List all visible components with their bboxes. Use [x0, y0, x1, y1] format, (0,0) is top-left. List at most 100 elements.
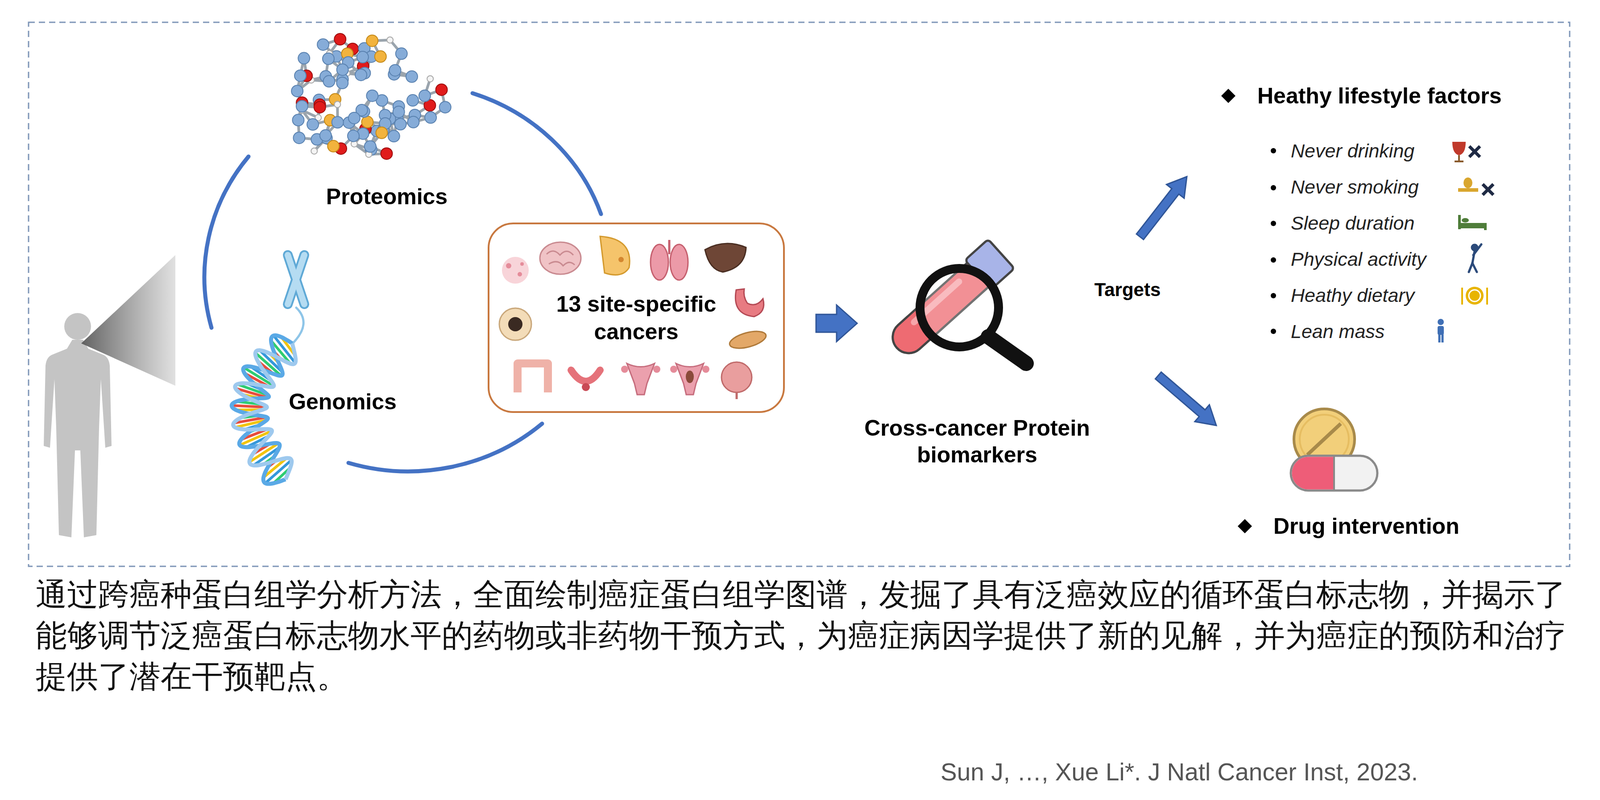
colon-icon-part: [517, 363, 548, 393]
molecule-atom: [393, 106, 405, 118]
golf-icon-part: [1472, 263, 1477, 273]
ovary-icon-part: [670, 365, 678, 374]
molecule-atom: [292, 114, 304, 126]
molecule-atom: [366, 34, 378, 47]
no-drinking-icon-part: [1452, 141, 1466, 156]
magnifier-icon-part: [988, 336, 1027, 364]
molecule-atom: [317, 38, 329, 51]
list-item: Never smoking: [1290, 175, 1558, 199]
molecule-atom: [314, 101, 326, 113]
molecule-atom: [334, 101, 341, 108]
cell-icon-part: [517, 272, 523, 277]
molecule-atom: [386, 37, 394, 44]
molecule-atom: [435, 83, 448, 96]
block-arrow: [1136, 176, 1187, 240]
lungs-icon-part: [650, 244, 669, 281]
list-item: Physical activity: [1290, 248, 1558, 271]
lungs-icon-part: [670, 244, 689, 281]
molecule-atom: [294, 70, 307, 82]
bladder-icon-part: [721, 362, 752, 393]
list-markers-part: [1237, 519, 1252, 534]
breast-icon-part: [618, 256, 624, 263]
skin-tumor-icon-part: [508, 317, 523, 332]
molecule-atom: [310, 148, 318, 155]
molecule-atom: [361, 116, 374, 129]
cell-icon-part: [520, 262, 524, 266]
sleep-icon: [1458, 215, 1487, 231]
molecule-atom: [356, 51, 369, 63]
list-item: Never drinking: [1290, 139, 1558, 162]
skin-tumor-icon: [499, 308, 532, 341]
rectum-icon: [571, 370, 601, 392]
brain-icon-part: [539, 242, 581, 275]
brain-icon-part: [546, 251, 575, 266]
drug-node: Drug intervention: [1231, 410, 1491, 549]
pancreas-icon-part: [727, 328, 768, 353]
pancreas-icon: [727, 328, 768, 353]
diet-icon-part: [1468, 290, 1481, 302]
list-markers-part: [1270, 328, 1277, 335]
pill-icon-part: [1292, 457, 1335, 490]
molecule-atom: [319, 129, 332, 142]
organ-icons: [499, 236, 768, 400]
lean-mass-icon-part: [1437, 319, 1444, 326]
no-smoking-icon-part: [1482, 184, 1494, 195]
omics-label: Proteomics: [326, 183, 448, 211]
omics-cycle-arcs-part: [348, 423, 543, 472]
diet-icon-part: [1486, 287, 1489, 305]
list-markers: [1221, 88, 1277, 534]
omics-cycle-arcs-part: [472, 93, 602, 215]
molecule-atom: [364, 140, 377, 153]
dna-illustration: [231, 335, 296, 485]
arrow-label: Targets: [1094, 278, 1161, 302]
molecule-atom: [389, 64, 402, 77]
human-silhouette-part: [43, 339, 112, 538]
dna-strand: [233, 343, 296, 480]
no-smoking-icon: [1458, 177, 1494, 195]
molecule-atom: [418, 90, 431, 102]
ovary-icon-part: [702, 365, 710, 374]
chromosome-icon-part: [287, 255, 305, 305]
no-smoking-icon-part: [1482, 184, 1494, 195]
no-smoking-icon-part: [1463, 177, 1473, 189]
no-drinking-icon-part: [1469, 146, 1480, 158]
dashed-frame: [28, 22, 1570, 567]
magnifier-icon: [920, 268, 1027, 364]
molecule-atom: [327, 140, 340, 153]
bladder-icon: [721, 362, 752, 400]
ovary-icon: [670, 363, 710, 395]
list-markers-part: [1221, 88, 1236, 104]
diet-icon: [1462, 286, 1488, 305]
molecule-atom: [374, 50, 387, 63]
chromosome-icon-part: [292, 307, 304, 344]
omics-cycle-arcs-part: [204, 156, 249, 328]
pill-icon-part: [1307, 423, 1341, 456]
diet-icon-part: [1461, 287, 1464, 305]
scan-beam: [81, 255, 176, 386]
bladder-icon-part: [735, 392, 738, 400]
molecule-atom: [331, 116, 344, 129]
block-arrow: [816, 305, 858, 342]
lean-mass-icon-part: [1437, 326, 1444, 336]
lungs-icon-part: [668, 240, 671, 255]
cell-icon-part: [501, 256, 529, 284]
caption: 通过跨癌种蛋白组学分析方法，全面绘制癌症蛋白组学图谱，发掘了具有泛癌效应的循环蛋…: [35, 574, 1576, 698]
molecule-atom: [395, 47, 408, 60]
list-markers-part: [1270, 293, 1277, 299]
citation: Sun J, …, Xue Li*. J Natl Cancer Inst, 2…: [940, 758, 1418, 787]
drug-label: Drug intervention: [1273, 513, 1491, 540]
chromosome-icon: [287, 255, 305, 344]
cancer-box-label: 13 site-specific cancers: [540, 290, 733, 346]
molecule-atom: [424, 111, 437, 124]
list-markers-part: [1270, 257, 1277, 263]
molecule-atom: [406, 94, 419, 107]
list-item: Sleep duration: [1290, 211, 1558, 235]
label-holder: Proteomics: [326, 183, 448, 211]
label-holder: Sun J, …, Xue Li*. J Natl Cancer Inst, 2…: [940, 758, 1418, 787]
no-drinking-icon: [1452, 141, 1480, 162]
molecule-atom: [298, 52, 310, 65]
no-smoking-icon-part: [1458, 188, 1479, 192]
chromosome-icon-part: [287, 255, 305, 305]
caption-holder: 通过跨癌种蛋白组学分析方法，全面绘制癌症蛋白组学图谱，发掘了具有泛癌效应的循环蛋…: [35, 574, 1576, 698]
pill-icon-part: [1290, 455, 1378, 491]
